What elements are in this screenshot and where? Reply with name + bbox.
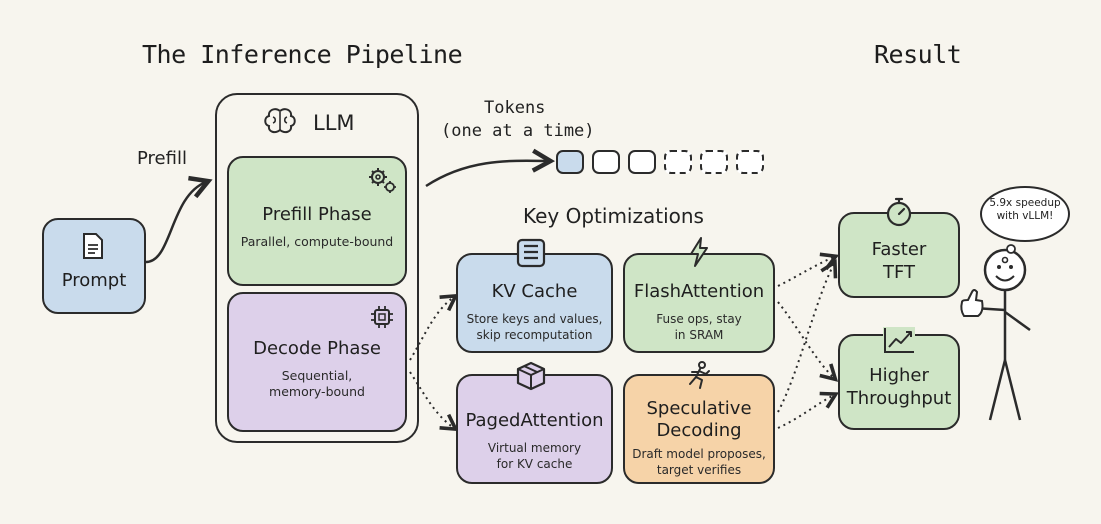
faster-tft-label: Faster TFT [871,239,927,283]
database-icon [516,238,546,268]
speculative-decoding-subtitle: Draft model proposes, target verifies [632,447,766,477]
token-square [664,150,692,174]
box-package-icon [516,361,546,391]
prefill-phase-subtitle: Parallel, compute-bound [240,234,394,249]
spec-to-throughput-arrow [777,391,839,429]
speculative-decoding-title: Speculative Decoding [646,398,752,441]
decode-phase-subtitle: Sequential, memory-bound [269,368,365,399]
token-square [628,150,656,174]
chip-icon [371,306,393,328]
lightning-icon [690,237,708,267]
tokens-label-line2: (one at a time) [441,121,595,141]
flash-attention-title: FlashAttention [633,281,765,302]
optimizations-heading: Key Optimizations [523,204,704,228]
prefill-arrow-label: Prefill [137,148,187,169]
prefill-phase-box: Prefill Phase Parallel, compute-bound [227,156,407,286]
diagram-title: The Inference Pipeline [142,40,463,69]
decode-phase-box: Decode Phase Sequential, memory-bound [227,292,407,432]
higher-throughput-label: Higher Throughput [846,365,952,409]
paged-attention-box: PagedAttention Virtual memory for KV cac… [456,374,613,484]
flash-attention-box: FlashAttention Fuse ops, stay in SRAM [623,253,775,353]
token-row [556,150,786,176]
stopwatch-icon [886,197,912,227]
brain-icon [264,108,296,134]
spec-to-tft-arrow [777,259,838,413]
prefill-phase-title: Prefill Phase [262,204,372,225]
token-square [736,150,764,174]
llm-label: LLM [313,111,355,135]
flash-to-throughput-arrow [777,301,839,382]
running-person-icon [689,361,710,389]
token-square [592,150,620,174]
document-icon [83,233,103,259]
kv-cache-subtitle: Store keys and values, skip recomputatio… [466,312,603,342]
decode-to-paged-arrow [409,371,459,432]
prefill-arrow [145,175,213,264]
kv-cache-title: KV Cache [491,281,578,302]
thought-bubble-text: 5.9x speedup with vLLM! [989,197,1061,222]
speculative-decoding-box: Speculative Decoding Draft model propose… [623,374,775,484]
gears-icon [369,168,396,193]
kv-cache-box: KV Cache Store keys and values, skip rec… [456,253,613,353]
prompt-label: Prompt [61,270,127,291]
paged-attention-title: PagedAttention [465,410,604,431]
paged-attention-subtitle: Virtual memory for KV cache [487,441,582,471]
prompt-box: Prompt [42,218,146,314]
trending-chart-icon [883,327,915,353]
tokens-label-line1: Tokens [484,98,546,118]
token-square [556,150,584,174]
decode-phase-title: Decode Phase [253,338,381,359]
faster-tft-box: Faster TFT [838,212,960,298]
stick-figure-thumbs-up [960,248,1031,421]
tokens-arrow [425,148,556,188]
flash-attention-subtitle: Fuse ops, stay in SRAM [656,312,742,342]
decode-to-kv-arrow [409,293,459,361]
token-square [700,150,728,174]
thought-bubble [980,186,1070,264]
result-title: Result [874,40,962,69]
llm-container: LLM [215,93,419,443]
